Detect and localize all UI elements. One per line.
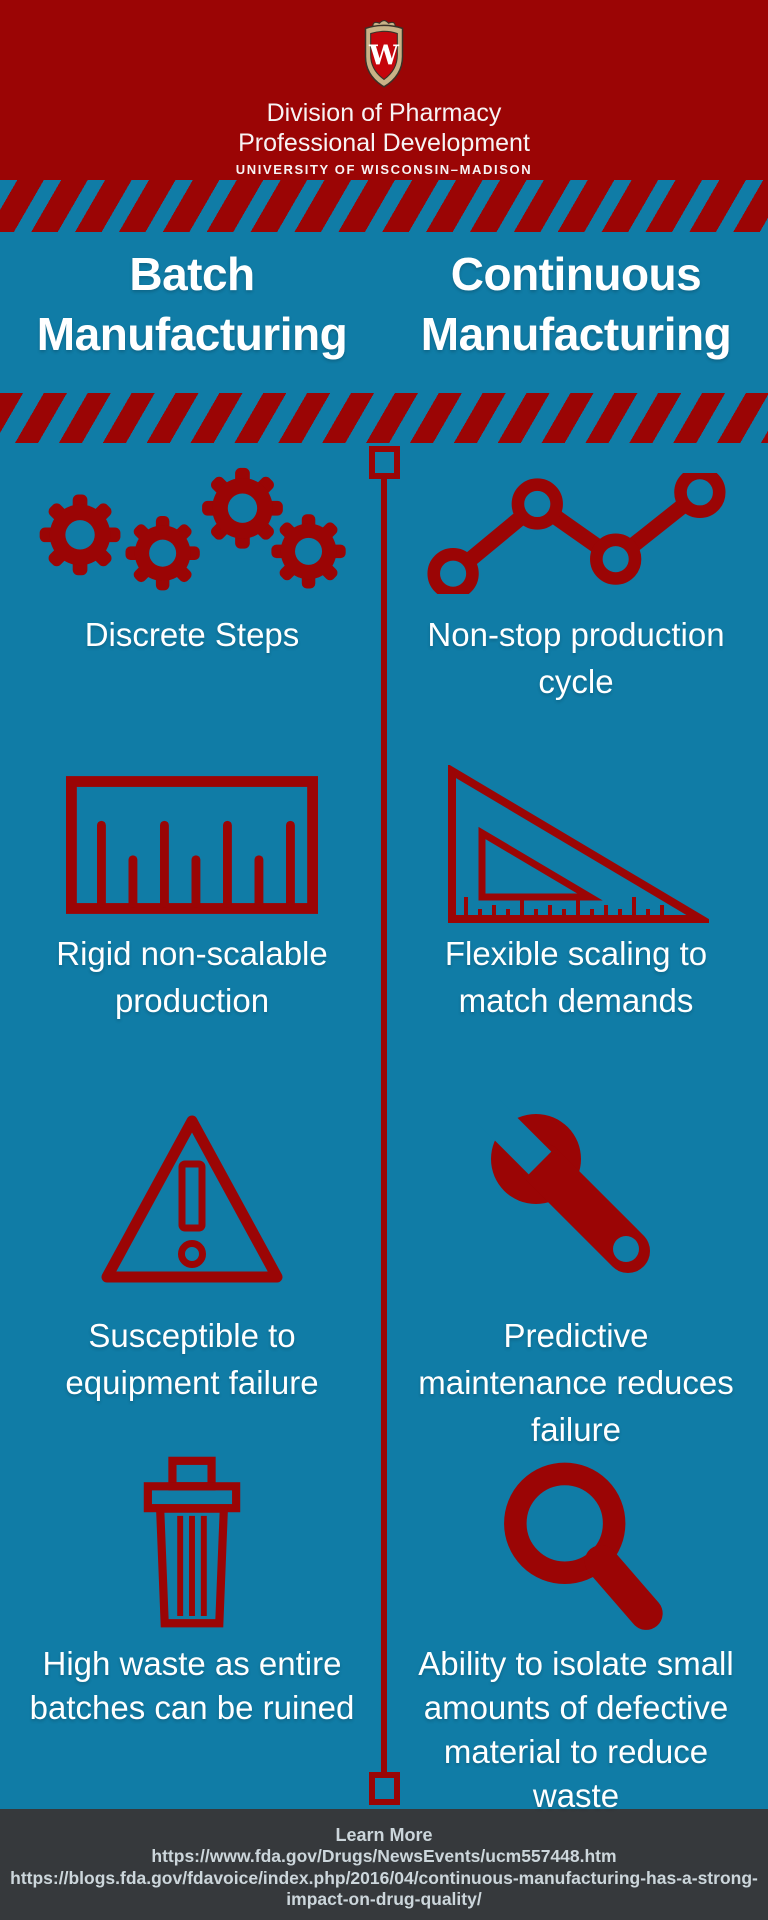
- divider-square-bottom: [369, 1772, 400, 1805]
- batch-cell-2: Rigid non-scalable production: [0, 760, 384, 1083]
- org-name-line1: Division of Pharmacy: [266, 99, 502, 127]
- caption-high-waste: High waste as entire batches can be ruin…: [29, 1645, 355, 1726]
- caption-flexible-scaling: Flexible scaling to match demands: [444, 935, 708, 1019]
- org-name-line2: Professional Development: [238, 129, 530, 157]
- ruler-icon: [66, 776, 318, 914]
- continuous-cell-3: Predictive maintenance reduces failure: [384, 1091, 768, 1453]
- continuous-cell-4: Ability to isolate small amounts of defe…: [384, 1454, 768, 1818]
- continuous-cell-1: Non-stop production cycle: [384, 463, 768, 738]
- footer-link-fda[interactable]: https://www.fda.gov/Drugs/NewsEvents/ucm…: [151, 1846, 617, 1866]
- learn-more-title: Learn More: [335, 1825, 433, 1845]
- uw-crest-icon: W: [364, 20, 404, 88]
- divider-square-top: [369, 446, 400, 479]
- column-headers: Batch Manufacturing Continuous Manufactu…: [0, 232, 768, 393]
- gears-icon: [39, 467, 346, 591]
- caption-nonstop-production: Non-stop production cycle: [427, 616, 725, 700]
- org-name-line3: UNIVERSITY OF WISCONSIN–MADISON: [235, 162, 533, 177]
- caption-isolate-defects: Ability to isolate small amounts of defe…: [418, 1645, 734, 1814]
- batch-cell-1: Discrete Steps: [0, 463, 384, 738]
- batch-cell-3: Susceptible to equipment failure: [0, 1091, 384, 1453]
- comparison-row-1: Discrete Steps Non-stop production cycle: [0, 443, 768, 738]
- warning-icon: [101, 1115, 283, 1282]
- caption-discrete-steps: Discrete Steps: [84, 616, 300, 653]
- set-square-icon: [447, 765, 709, 923]
- column-title-batch: Batch Manufacturing: [36, 248, 348, 360]
- magnifier-icon: [504, 1462, 663, 1630]
- comparison-row-4: High waste as entire batches can be ruin…: [0, 1448, 768, 1814]
- comparison-row-3: Susceptible to equipment failure Predict…: [0, 1083, 768, 1448]
- column-divider-line: [381, 479, 387, 1772]
- stripe-band-top: [0, 180, 768, 232]
- header-banner: W Division of Pharmacy Professional Deve…: [0, 0, 768, 180]
- continuous-cell-2: Flexible scaling to match demands: [384, 760, 768, 1083]
- caption-rigid-production: Rigid non-scalable production: [56, 935, 328, 1019]
- caption-predictive-maintenance: Predictive maintenance reduces failure: [418, 1317, 734, 1448]
- comparison-grid: Discrete Steps Non-stop production cycle: [0, 443, 768, 1814]
- column-title-continuous: Continuous Manufacturing: [420, 248, 732, 360]
- comparison-row-2: Rigid non-scalable production: [0, 738, 768, 1083]
- trash-icon: [143, 1456, 241, 1628]
- footer-link-fda-blog[interactable]: https://blogs.fda.gov/fdavoice/index.php…: [10, 1867, 758, 1910]
- svg-text:W: W: [368, 41, 400, 72]
- wrench-icon: [476, 1098, 650, 1273]
- footer: Learn More https://www.fda.gov/Drugs/New…: [0, 1809, 768, 1920]
- batch-cell-4: High waste as entire batches can be ruin…: [0, 1454, 384, 1818]
- stripe-band-bottom: [0, 393, 768, 443]
- line-chart-icon: [427, 472, 726, 594]
- caption-equipment-failure: Susceptible to equipment failure: [65, 1317, 319, 1401]
